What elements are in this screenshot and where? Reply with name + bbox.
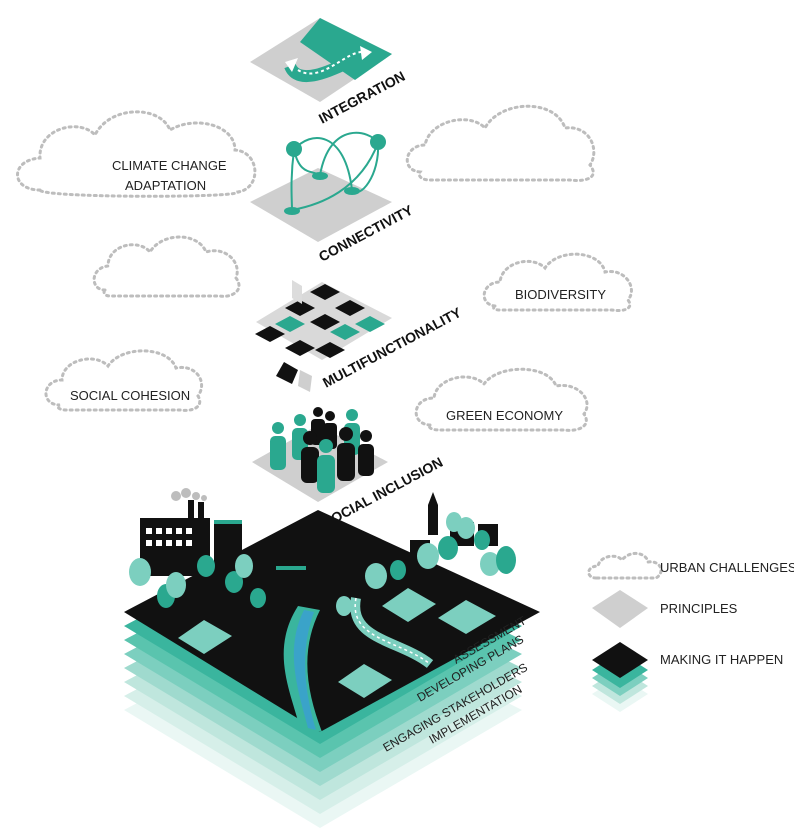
challenge-label: BIODIVERSITY (515, 287, 606, 302)
cloud-social-cohesion: SOCIAL COHESION (44, 349, 204, 412)
river-water (293, 610, 316, 730)
challenge-label: GREEN ECONOMY (446, 408, 563, 423)
legend-principles: PRINCIPLES (592, 590, 738, 628)
church-tower (428, 505, 438, 535)
integration-teal-area (300, 18, 392, 80)
challenge-label: SOCIAL COHESION (70, 388, 190, 403)
legend-label: MAKING IT HAPPEN (660, 652, 783, 667)
people-icon (270, 407, 374, 493)
node-icon (312, 172, 328, 180)
principle-multifunctionality: MULTIFUNCTIONALITY (255, 280, 464, 392)
smoke-icon (171, 488, 207, 501)
node-icon (286, 141, 302, 157)
principle-connectivity: CONNECTIVITY (250, 131, 416, 265)
principle-integration: INTEGRATION (250, 18, 408, 127)
legend-label: PRINCIPLES (660, 601, 738, 616)
principle-tile (250, 168, 392, 242)
cloud-green-economy: GREEN ECONOMY (414, 367, 589, 432)
principle-social-inclusion: SOCIAL INCLUSION (252, 407, 445, 531)
arrow-head-icon (285, 58, 298, 72)
legend-urban-challenges: URBAN CHALLENGES (587, 552, 794, 580)
integration-flow (284, 50, 365, 83)
cloud-unlabeled-top-right (405, 104, 596, 182)
legend-label: URBAN CHALLENGES (660, 560, 794, 575)
park-tile (178, 620, 232, 654)
node-icon (344, 187, 360, 195)
tree-icons (129, 512, 516, 616)
park-tile (382, 588, 436, 622)
arrow-head-icon (360, 46, 372, 60)
cloud-biodiversity: BIODIVERSITY (482, 252, 633, 312)
integration-dashed-arrow (297, 51, 363, 75)
challenge-label: CLIMATE CHANGE (112, 158, 227, 173)
legend-making-it-happen: MAKING IT HAPPEN (592, 642, 783, 712)
node-icon (370, 134, 386, 150)
legend: URBAN CHALLENGES PRINCIPLES MAKING IT HA… (587, 552, 794, 712)
city-layer (124, 488, 540, 732)
node-icon (284, 207, 300, 215)
cloud-unlabeled-left (92, 235, 241, 298)
challenge-label: ADAPTATION (125, 178, 206, 193)
park-tile (338, 664, 392, 698)
park-tile (438, 600, 496, 634)
cloud-climate-change: CLIMATE CHANGE ADAPTATION (16, 110, 257, 198)
